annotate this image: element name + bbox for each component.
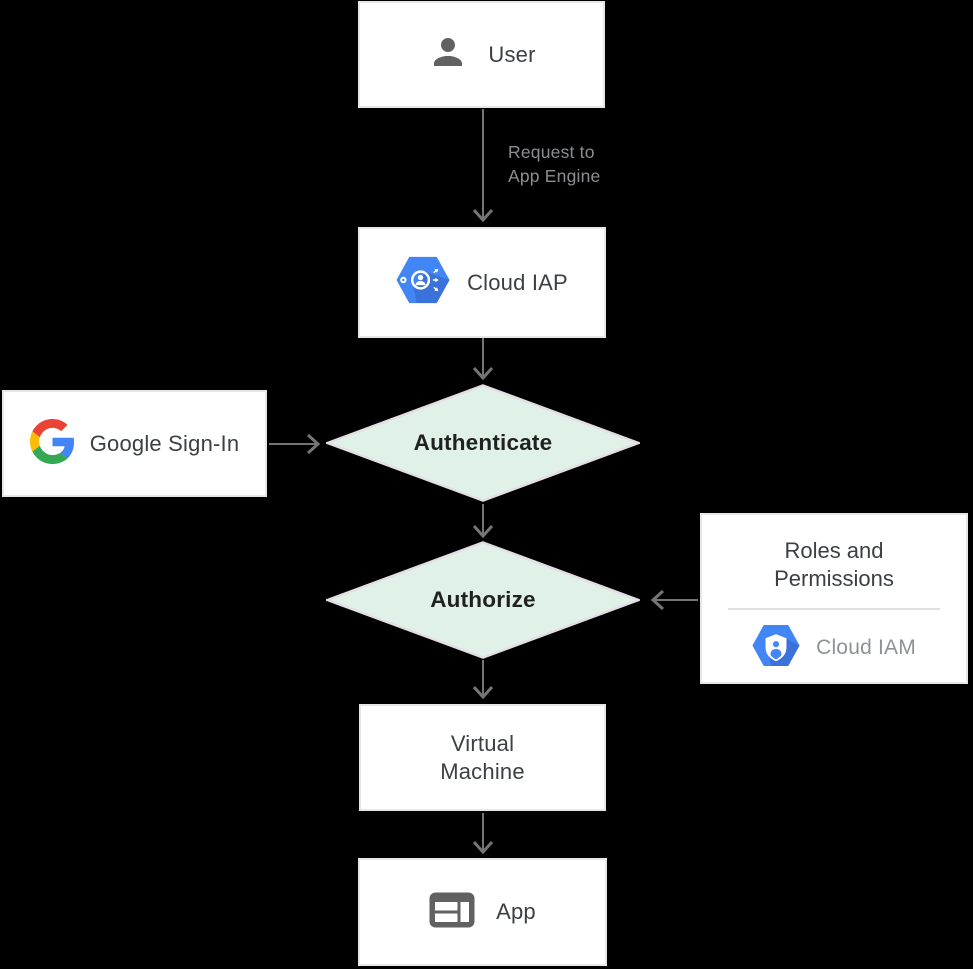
node-cloud-iap-label: Cloud IAP	[467, 269, 568, 295]
edge-label-request-to-app-engine: Request to App Engine	[508, 140, 601, 188]
cloud-iap-hexagon-icon	[396, 256, 450, 309]
node-user: User	[358, 1, 605, 108]
vm-label-line: Virtual	[450, 730, 515, 756]
arrow-cloud-iap-to-authenticate	[472, 338, 494, 381]
node-google-signin-label: Google Sign-In	[89, 430, 240, 456]
edge-label-line: Request to	[508, 142, 595, 162]
node-virtual-machine-label: Virtual Machine	[440, 730, 525, 786]
node-roles-permissions: Roles and Permissions Cloud IAM	[700, 513, 968, 684]
vm-label-line: Machine	[440, 758, 525, 784]
decision-authorize: Authorize	[326, 541, 640, 659]
edge-label-line: App Engine	[508, 166, 601, 186]
diamond-shape	[326, 541, 640, 659]
roles-title-line: Permissions	[774, 566, 894, 591]
node-virtual-machine: Virtual Machine	[359, 704, 606, 811]
arrow-google-signin-to-authenticate	[269, 433, 321, 455]
node-app: App	[358, 858, 607, 966]
arrow-authenticate-to-authorize	[472, 504, 494, 539]
cloud-iam-label: Cloud IAM	[816, 636, 916, 659]
node-app-label: App	[496, 899, 536, 924]
roles-title-line: Roles and	[784, 538, 884, 563]
arrow-virtual-machine-to-app	[472, 813, 494, 855]
cloud-iam-hexagon-icon	[752, 624, 800, 672]
app-window-icon	[429, 892, 475, 933]
decision-authenticate: Authenticate	[326, 384, 640, 502]
node-cloud-iap: Cloud IAP	[358, 227, 606, 338]
divider	[728, 608, 940, 610]
roles-permissions-title: Roles and Permissions	[774, 537, 894, 593]
arrow-user-to-cloud-iap	[472, 109, 494, 223]
google-g-icon	[29, 418, 75, 469]
arrow-roles-permissions-to-authorize	[650, 589, 698, 611]
decision-authenticate-label: Authenticate	[413, 430, 553, 455]
decision-authorize-label: Authorize	[430, 587, 536, 612]
diamond-shape	[326, 384, 640, 502]
node-google-signin: Google Sign-In	[2, 390, 267, 497]
person-icon	[427, 31, 469, 78]
arrow-authorize-to-virtual-machine	[472, 660, 494, 700]
node-user-label: User	[488, 41, 536, 67]
